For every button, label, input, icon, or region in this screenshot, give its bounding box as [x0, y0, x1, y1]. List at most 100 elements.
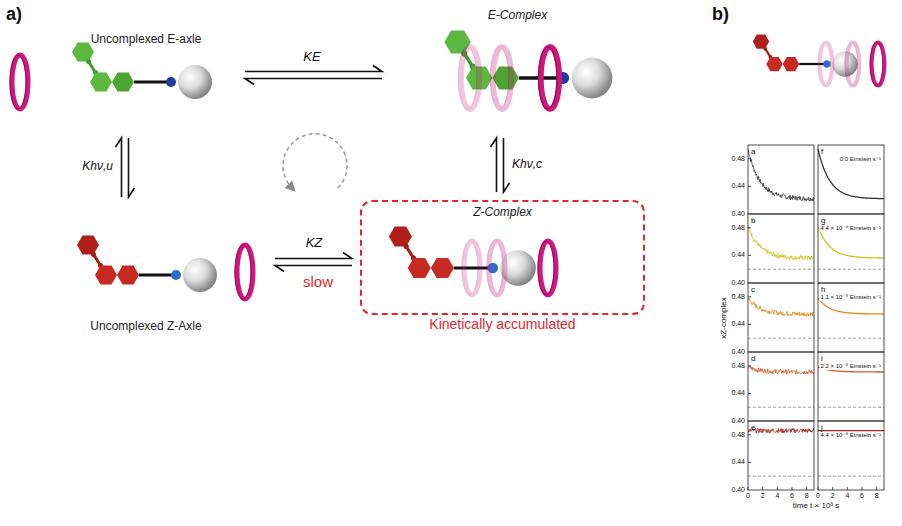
arrow-line — [245, 79, 382, 85]
tick-mark — [847, 487, 848, 490]
kinetic-trace — [748, 149, 814, 201]
arrow-line — [129, 138, 135, 197]
tick-mark — [748, 462, 751, 463]
intensity-label: 1.1 × 10⁻⁸ Einstein s⁻¹ — [820, 294, 882, 301]
tick-label: 0.48 — [731, 362, 745, 370]
subplot — [818, 421, 884, 490]
subplot-letter: f — [821, 147, 823, 156]
arrow-line — [116, 138, 122, 197]
equilibrium-arrow — [245, 66, 382, 85]
tick-mark — [818, 487, 819, 490]
subplot — [818, 145, 884, 214]
tick-label: 0.40 — [731, 486, 745, 494]
tick-mark — [806, 487, 807, 490]
axis-title: time t × 10³ s — [793, 501, 839, 510]
illustration-part — [538, 241, 556, 295]
subplot-frame — [748, 145, 814, 214]
kinetic-trace — [748, 225, 814, 260]
reference-line — [748, 476, 814, 477]
tick-label: 0.48 — [731, 293, 745, 301]
tick-label: 0.48 — [731, 224, 745, 232]
tick-label: 0.44 — [731, 389, 745, 397]
tick-label: 2 — [761, 492, 765, 500]
equilibrium-arrow — [491, 138, 510, 192]
arrow-line — [275, 253, 352, 259]
subplot-letter: h — [821, 285, 825, 294]
illustration-part — [818, 42, 832, 85]
subplot — [748, 352, 814, 421]
panel-label: b) — [712, 4, 729, 25]
annotation-text: slow — [303, 273, 333, 290]
kinetic-trace — [818, 430, 884, 431]
illustration-part — [283, 134, 347, 188]
reference-line — [818, 338, 884, 339]
illustration-part — [72, 43, 212, 100]
subplot — [748, 421, 814, 490]
tick-label: 8 — [875, 492, 879, 500]
tick-label: 2 — [831, 492, 835, 500]
reference-line — [748, 407, 814, 408]
tick-label: 0.44 — [731, 182, 745, 190]
arrow-line — [245, 66, 382, 72]
rate-constant: Khν,u — [82, 160, 113, 174]
state-box: E-Complex — [390, 5, 645, 130]
intensity-label: 2.2 × 10⁻⁸ Einstein s⁻¹ — [820, 363, 882, 370]
kinetic-trace — [818, 367, 884, 372]
state-label: Uncomplexed Z-Axle — [90, 319, 201, 333]
tick-label: 0.40 — [731, 348, 745, 356]
kinetic-trace — [818, 226, 884, 258]
rate-constant: KZ — [306, 236, 323, 251]
tick-mark — [777, 487, 778, 490]
tick-mark — [748, 296, 751, 297]
subplot-letter: d — [751, 354, 755, 363]
arrow-line — [491, 138, 497, 192]
equilibrium-arrow — [116, 138, 135, 197]
tick-label: 0 — [816, 492, 820, 500]
subplot-letter: i — [821, 354, 823, 363]
subplot-frame — [748, 214, 814, 283]
kinetic-trace — [818, 149, 884, 199]
tick-label: 4 — [775, 492, 779, 500]
state-box: Uncomplexed Z-Axle — [5, 205, 267, 335]
kinetic-trace — [748, 428, 814, 433]
tick-label: 0.40 — [731, 210, 745, 218]
tick-mark — [748, 158, 751, 159]
intensity-label: 4.4 × 10⁻⁸ Einstein s⁻¹ — [820, 432, 882, 439]
tick-mark — [748, 227, 751, 228]
axis-title: xZ-complex — [719, 297, 728, 338]
kinetic-trace — [818, 298, 884, 314]
illustration-part — [753, 34, 858, 76]
subplot-frame — [748, 421, 814, 490]
tick-label: 4 — [845, 492, 849, 500]
state-label: Z-Complex — [473, 205, 532, 219]
panel-label: a) — [6, 4, 22, 25]
tick-mark — [748, 393, 751, 394]
subplot-frame — [748, 352, 814, 421]
state-label: Uncomplexed E-axle — [91, 32, 202, 46]
rate-constant: Khν,c — [512, 158, 542, 172]
tick-mark — [748, 365, 751, 366]
tick-mark — [862, 487, 863, 490]
tick-mark — [762, 487, 763, 490]
reference-line — [748, 269, 814, 270]
tick-label: 6 — [860, 492, 864, 500]
subplot-letter: g — [821, 216, 825, 225]
intensity-label: 4.4 × 10⁻⁹ Einstein s⁻¹ — [820, 225, 882, 232]
tick-label: 0.44 — [731, 251, 745, 259]
subplot-letter: b — [751, 216, 755, 225]
equilibrium-arrow — [275, 253, 352, 272]
tick-mark — [748, 324, 751, 325]
illustration-part — [845, 42, 859, 85]
subplot-frame — [818, 283, 884, 352]
subplot-frame — [748, 283, 814, 352]
arrow-line — [275, 266, 352, 272]
illustration-part — [444, 31, 612, 99]
state-box: Z-ComplexKinetically accumulated — [360, 200, 645, 315]
illustration-part — [459, 47, 480, 109]
state-label: E-Complex — [488, 8, 547, 22]
